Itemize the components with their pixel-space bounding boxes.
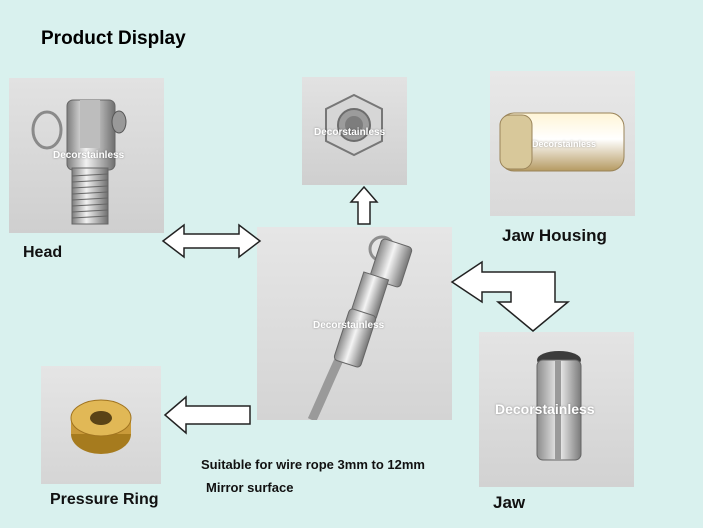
jaw-label: Jaw (493, 493, 526, 512)
watermark: Decorstainless (53, 150, 125, 161)
wire-rope-note: Suitable for wire rope 3mm to 12mm (201, 457, 425, 472)
head-image (31, 99, 127, 225)
arrow-left-icon (163, 395, 251, 435)
assembly-image (307, 235, 413, 420)
nut-photo: Decorstainless (302, 77, 407, 185)
bent-arrow-icon (450, 260, 571, 332)
pressure-ring-image (70, 399, 132, 454)
page-title: Product Display (41, 28, 186, 49)
watermark: Decorstainless (314, 127, 386, 138)
arrow-up-icon (349, 185, 379, 225)
head-photo: Decorstainless (9, 78, 164, 233)
hex-nut-image (325, 93, 383, 157)
double-arrow-icon (161, 223, 262, 259)
surface-note: Mirror surface (206, 480, 294, 495)
watermark: Decorstainless (532, 139, 597, 149)
watermark: Decorstainless (495, 401, 595, 417)
pressure-ring-photo (41, 366, 161, 484)
jaw-photo: Decorstainless (479, 332, 634, 487)
jaw-housing-photo: Decorstainless (490, 71, 635, 216)
jaw-housing-image (499, 112, 625, 172)
head-label: Head (23, 244, 63, 261)
assembly-photo: Decorstainless (257, 227, 452, 420)
jaw-housing-label: Jaw Housing (502, 226, 607, 245)
jaw-image (536, 351, 582, 461)
pressure-ring-label: Pressure Ring (50, 491, 159, 508)
watermark: Decorstainless (313, 320, 385, 331)
